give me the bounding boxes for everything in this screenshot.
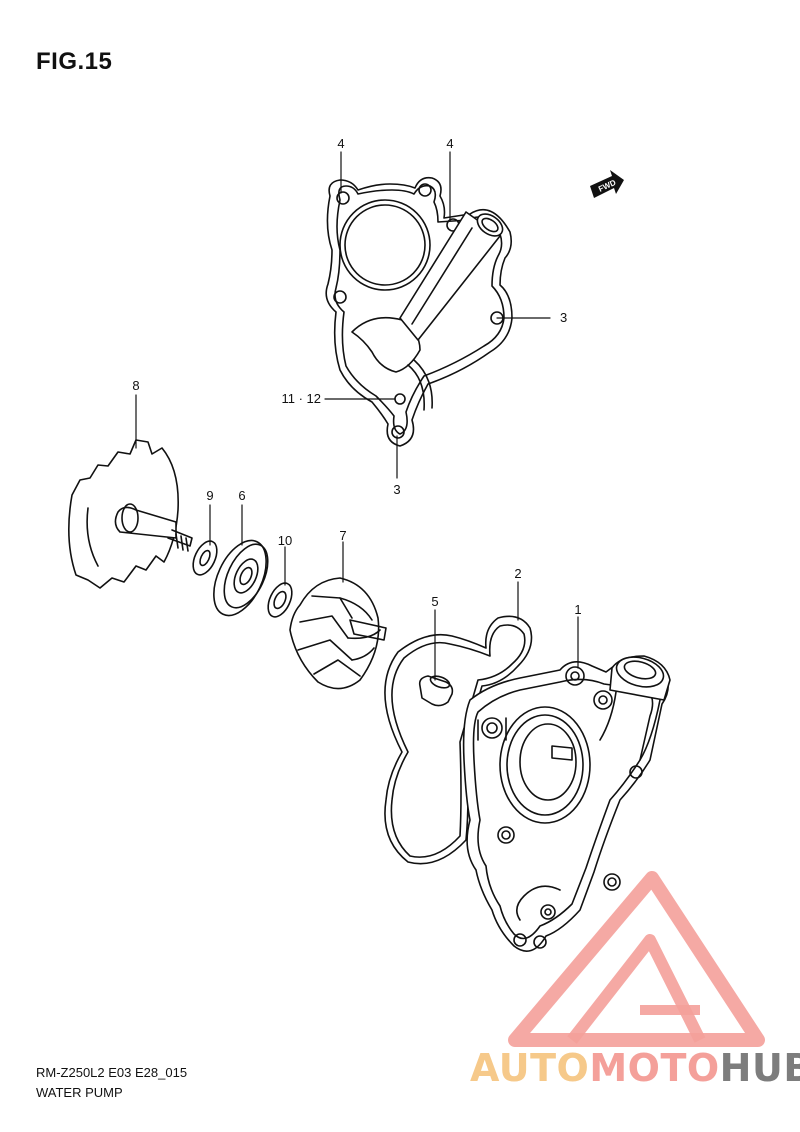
fwd-arrow-icon: FWD	[590, 170, 624, 198]
pump-cover	[325, 176, 513, 447]
label-3-bottom: 3	[393, 482, 400, 497]
label-5: 5	[431, 594, 438, 609]
watermark-logo-icon	[508, 871, 765, 1047]
label-2: 2	[514, 566, 521, 581]
pump-gear	[68, 439, 193, 589]
label-1: 1	[574, 602, 581, 617]
watermark-auto: AUTO	[470, 1046, 590, 1090]
label-6: 6	[238, 488, 245, 503]
figure-name: WATER PUMP	[36, 1085, 123, 1100]
label-9: 9	[206, 488, 213, 503]
label-4-left: 4	[337, 136, 344, 151]
fwd-label: FWD	[597, 178, 618, 194]
pump-body	[462, 655, 671, 952]
watermark-hub: HUB	[719, 1046, 800, 1090]
figure-title: FIG.15	[36, 48, 113, 75]
label-8: 8	[132, 378, 139, 393]
watermark-text: AUTOMOTOHUB	[470, 1046, 800, 1090]
leader-lines	[135, 151, 579, 681]
label-7: 7	[339, 528, 346, 543]
part-labels: 4 4 3 11 · 12 3 8 9 6 10 7 5 2 1	[132, 136, 581, 617]
label-11-12: 11 · 12	[281, 391, 321, 406]
seal-ring	[267, 582, 293, 618]
watermark-moto: MOTO	[589, 1046, 720, 1090]
figure-model-code: RM-Z250L2 E03 E28_015	[36, 1065, 188, 1080]
dowel-pin	[418, 675, 454, 707]
mechanical-seal	[213, 539, 269, 617]
label-4-right: 4	[446, 136, 453, 151]
label-10: 10	[278, 533, 292, 548]
label-3-right: 3	[560, 310, 567, 325]
impeller	[289, 577, 387, 690]
washer	[192, 540, 218, 576]
